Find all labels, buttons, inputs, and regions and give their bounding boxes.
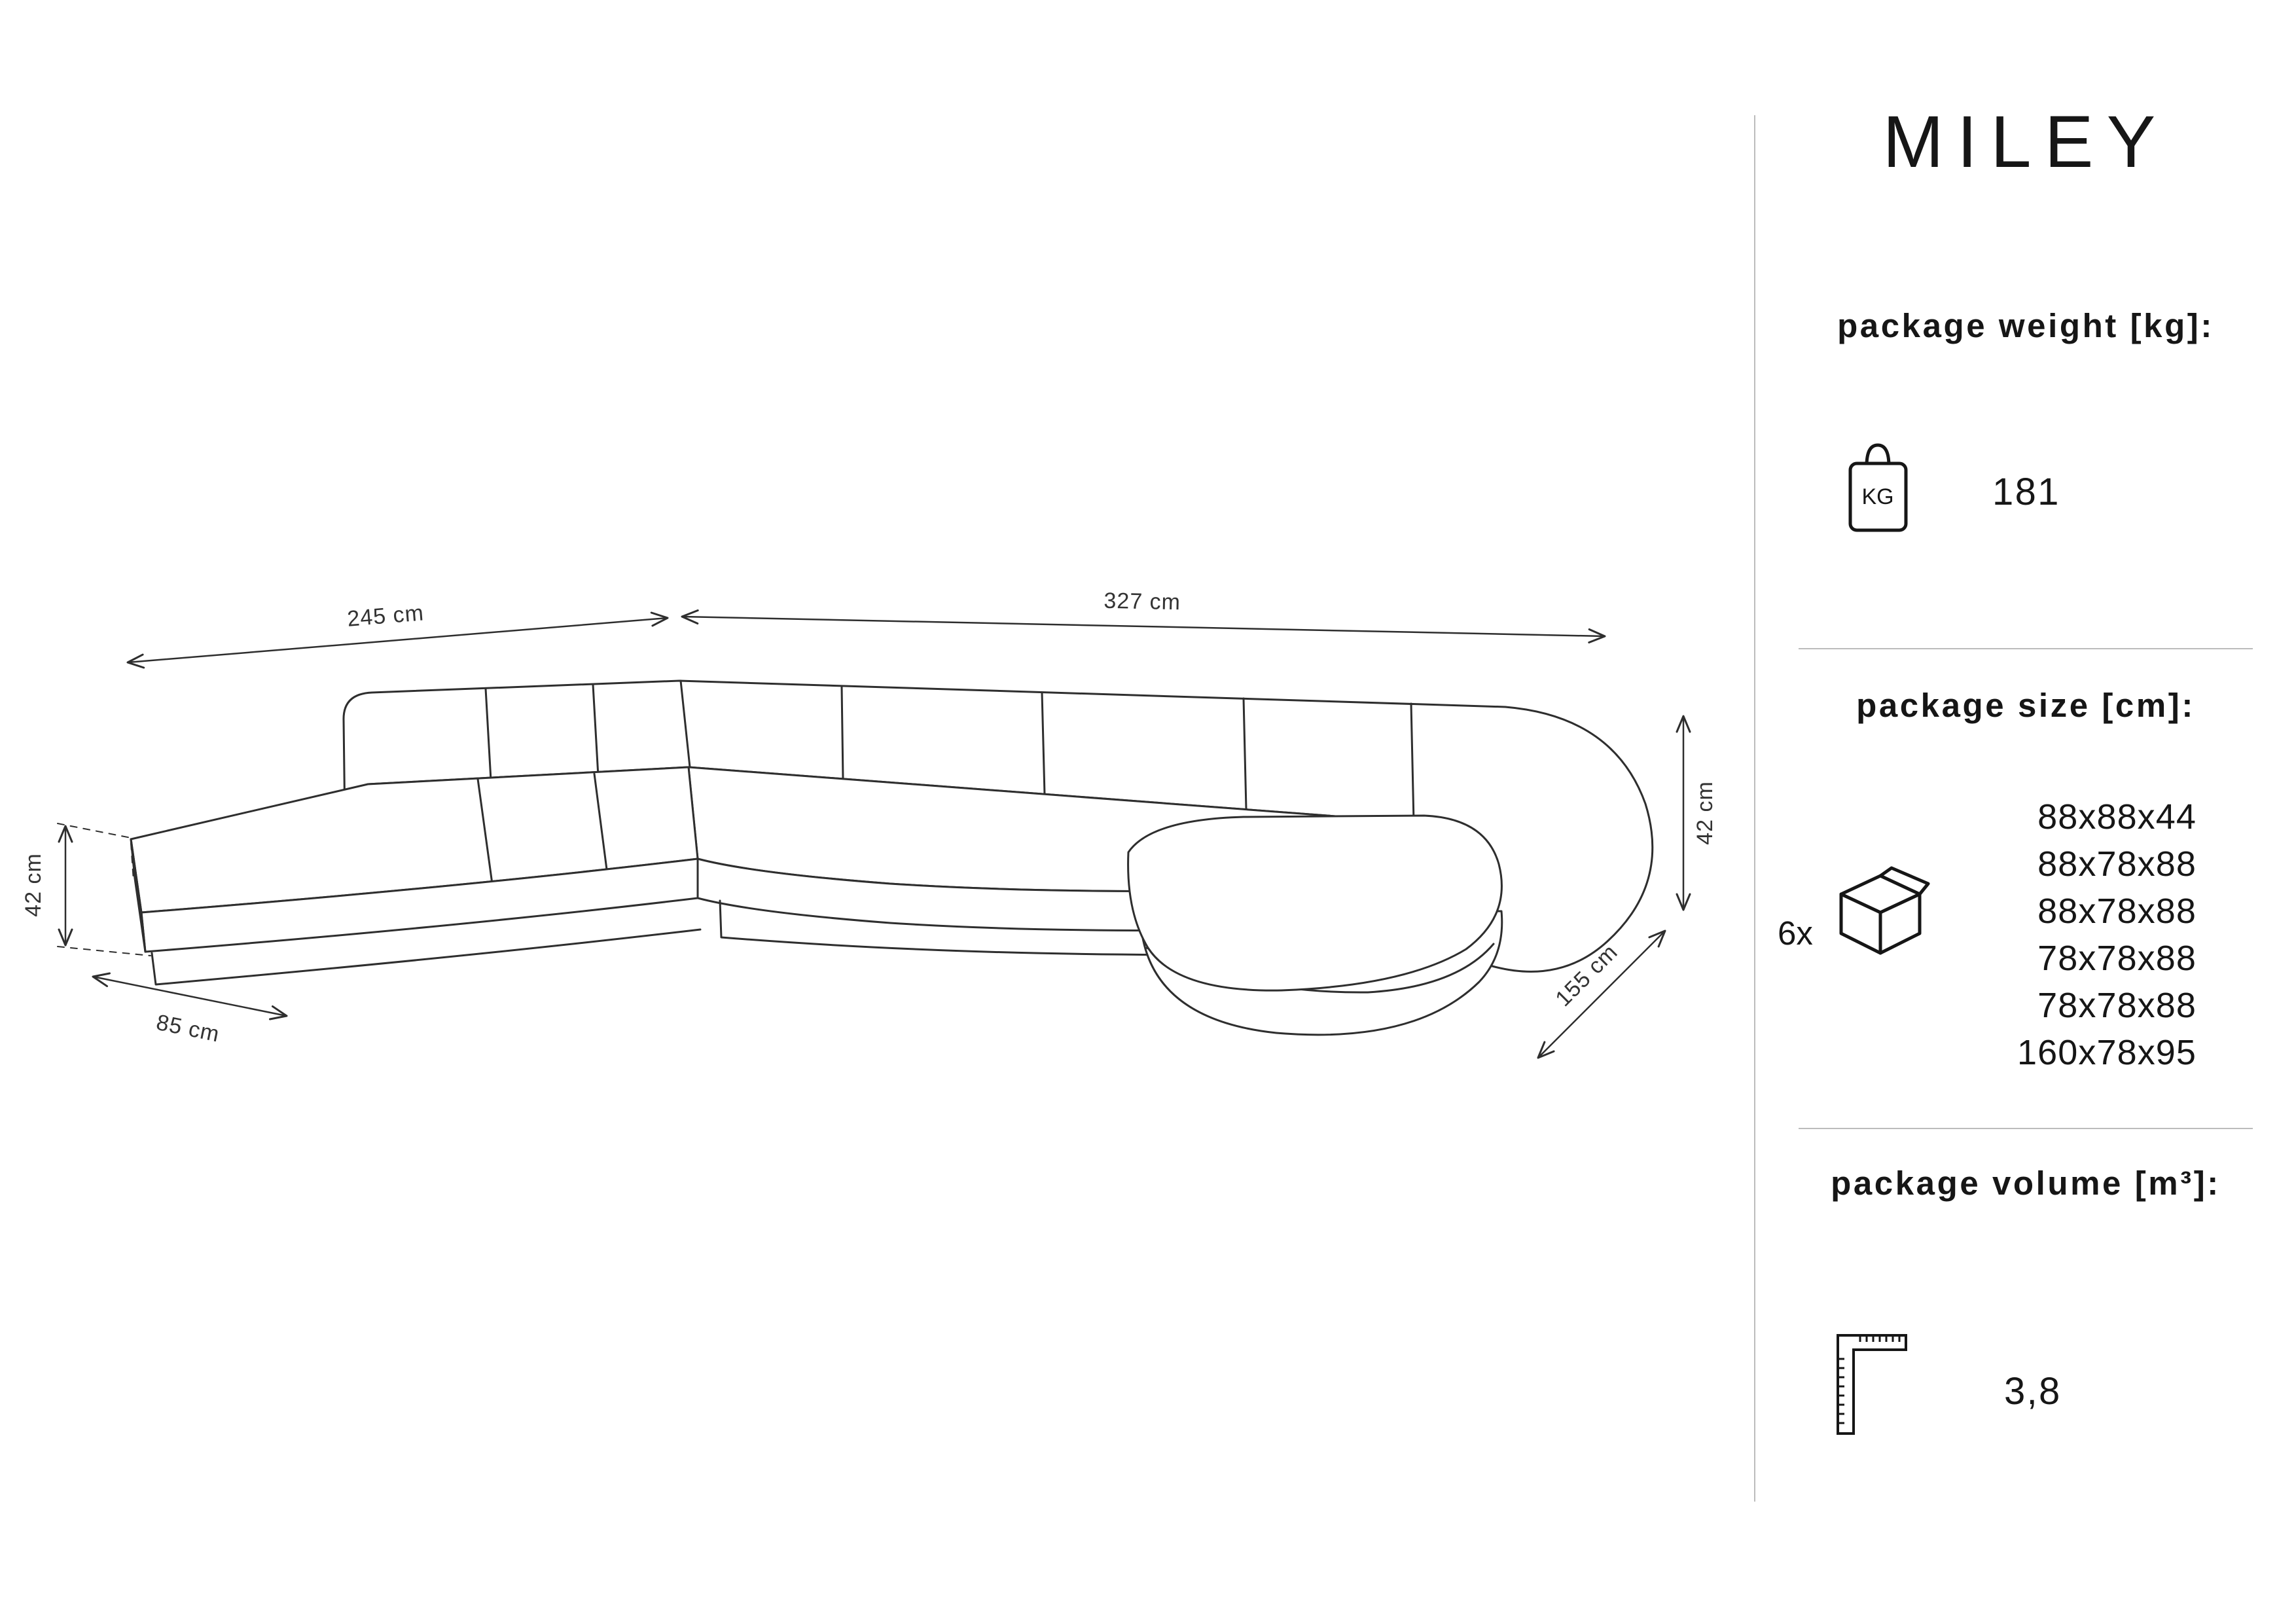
package-size-item: 160x78x95 [2017, 1033, 2197, 1072]
backrest-seam [1410, 702, 1415, 823]
ruler-ticks [1838, 1335, 1901, 1424]
extension-line [57, 946, 151, 956]
package-volume-value: 3,8 [2004, 1370, 2062, 1413]
sofa-left-front [140, 857, 699, 953]
dim-label-327: 327 cm [1103, 588, 1181, 615]
sofa-right-chaise [1127, 814, 1503, 992]
seat-seam [593, 772, 609, 876]
package-size-list: 88x88x44 88x78x88 88x78x88 78x78x88 78x7… [2017, 793, 2197, 1076]
package-weight-label: package weight [kg]: [1837, 307, 2214, 344]
hidden-edge [130, 842, 134, 882]
backrest-seam [484, 687, 492, 782]
package-size-item: 88x78x88 [2037, 892, 2197, 931]
vertical-divider [1754, 115, 1755, 1502]
kg-bag-icon: KG [1848, 443, 1908, 532]
box-count-label: 6x [1778, 914, 1813, 952]
backrest-seam [840, 685, 844, 780]
dim-label-42-right: 42 cm [1693, 781, 1717, 845]
package-size-item: 88x78x88 [2037, 844, 2197, 884]
package-size-item: 78x78x88 [2037, 939, 2197, 978]
bag-body [1848, 461, 1908, 532]
section-divider [1799, 648, 2253, 649]
bag-handle [1865, 443, 1891, 467]
seat-seam [476, 778, 493, 885]
package-size-item: 78x78x88 [2037, 986, 2197, 1025]
dim-arrow-155 [1537, 929, 1666, 1059]
package-weight-value: 181 [1992, 471, 2060, 513]
sofa-diagram: 245 cm 327 cm 42 cm 42 cm 85 cm 155 cm [21, 588, 1717, 1059]
ruler-body [1837, 1334, 1907, 1435]
product-title: MILEY [1882, 101, 2169, 183]
dim-arrow-327 [681, 609, 1606, 643]
dim-arrow-85 [92, 972, 288, 1020]
backrest-seam [1041, 691, 1046, 795]
package-volume-label: package volume [m³]: [1831, 1164, 2221, 1202]
dim-label-85: 85 cm [154, 1010, 222, 1047]
sofa-left-end [130, 838, 147, 953]
sofa-outline [130, 679, 1654, 1036]
box-right-face [1878, 892, 1922, 955]
dimension-arrows [58, 609, 1691, 1059]
dim-arrow-245 [126, 611, 669, 669]
backrest-seam [592, 683, 600, 778]
package-box-icon [1839, 866, 1930, 955]
dim-label-245: 245 cm [346, 600, 425, 632]
bag-kg-text: KG [1861, 484, 1893, 509]
extension-line [57, 823, 132, 839]
section-divider [1799, 1128, 2253, 1129]
dim-label-42-left: 42 cm [21, 853, 46, 917]
package-size-label: package size [cm]: [1856, 687, 2195, 724]
backrest-seam [679, 679, 691, 768]
package-size-item: 88x88x44 [2037, 797, 2197, 837]
backrest-seam [1242, 697, 1247, 810]
ruler-icon [1837, 1334, 1907, 1435]
